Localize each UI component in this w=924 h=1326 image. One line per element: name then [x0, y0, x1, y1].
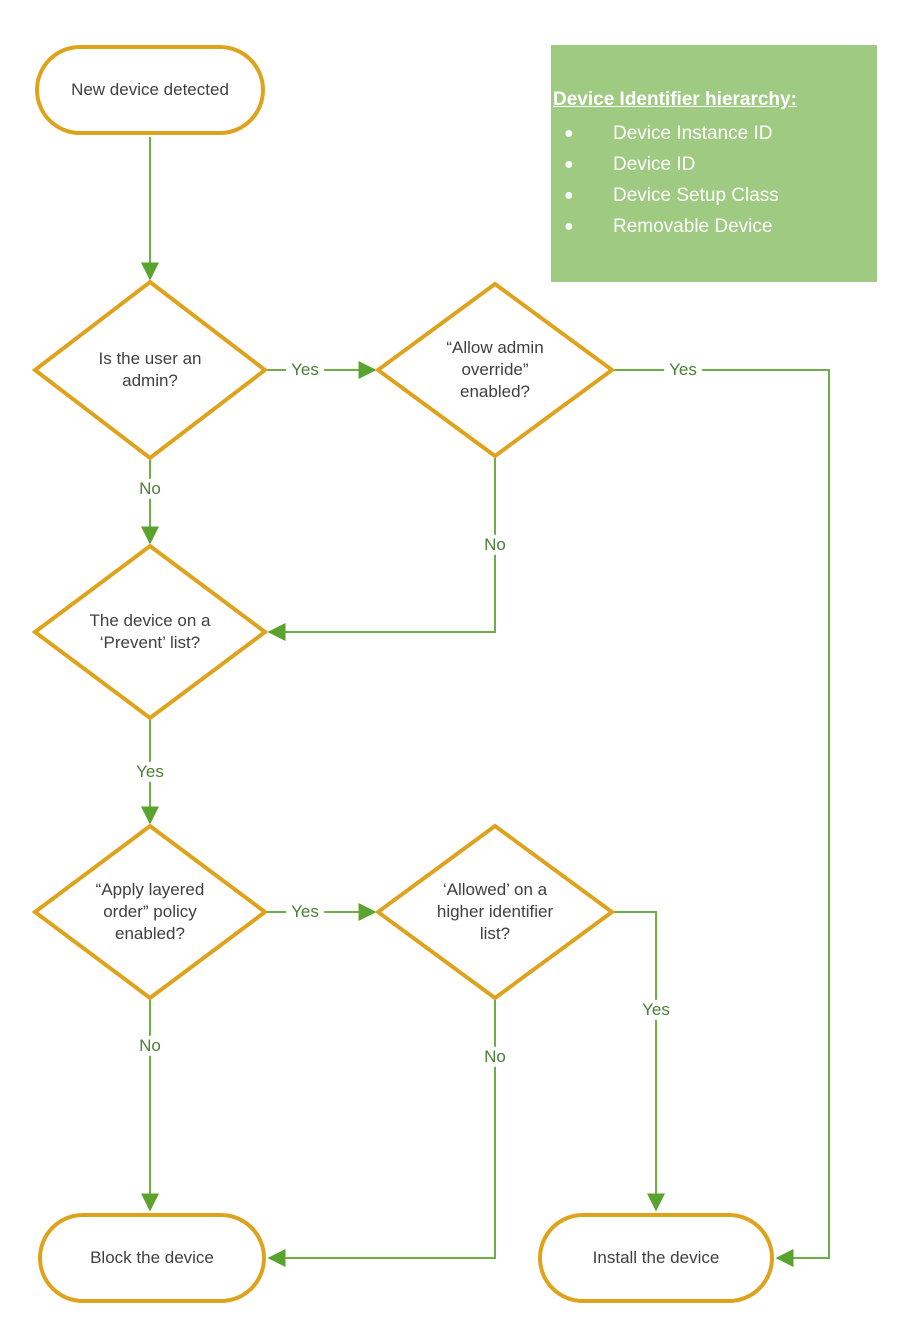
decision-allowed-higher-identifier-label: ‘Allowed’ on a higher identifier list?	[437, 879, 553, 945]
bullet-icon: ●	[564, 218, 574, 235]
legend-item: ● Device ID	[553, 149, 871, 180]
legend-item-label: Device Setup Class	[613, 185, 779, 206]
block-device-label: Block the device	[90, 1248, 214, 1267]
edge-d2-to-d3-no	[267, 458, 496, 641]
install-device-label: Install the device	[592, 1248, 720, 1267]
decision-line: ‘Prevent’ list?	[99, 633, 201, 652]
decision-line: enabled?	[115, 924, 185, 944]
decision-line: The device on a	[89, 610, 211, 630]
decision-allow-admin-override	[374, 281, 616, 459]
device-identifier-hierarchy-legend: Device Identifier hierarchy: ● Device In…	[551, 45, 877, 282]
start-node: New device detected	[35, 45, 265, 135]
decision-is-user-admin	[31, 279, 269, 461]
legend-item-label: Device Instance ID	[613, 123, 773, 144]
legend-item-label: Removable Device	[613, 216, 773, 237]
edge-label-d5-install-yes: Yes	[637, 999, 675, 1021]
decision-is-user-admin-label: Is the user an admin?	[98, 348, 201, 392]
edge-d5-to-install-yes	[614, 911, 665, 1212]
edge-label-d4-block-no: No	[134, 1035, 166, 1057]
legend-item: ● Removable Device	[553, 211, 871, 242]
decision-apply-layered-order-label: “Apply layered order” policy enabled?	[96, 879, 205, 945]
edge-d2-to-install-yes	[614, 369, 830, 1267]
decision-line: “Apply layered	[95, 879, 205, 899]
legend-title: Device Identifier hierarchy:	[553, 89, 797, 110]
edge-label-d3-d4-yes: Yes	[131, 761, 169, 783]
decision-allow-admin-override-label: “Allow admin override” enabled?	[446, 337, 543, 403]
edge-label-d1-d2-yes: Yes	[286, 359, 324, 381]
bullet-icon: ●	[564, 125, 574, 142]
decision-device-on-prevent-list	[31, 543, 269, 721]
decision-line: enabled?	[460, 382, 530, 402]
decision-line: higher identifier	[436, 901, 554, 921]
decision-line: “Allow admin	[446, 337, 544, 357]
decision-line: Is the user an	[98, 348, 202, 368]
decision-line: order” policy	[103, 901, 197, 921]
edge-label-d2-d3-no: No	[479, 534, 511, 556]
edge-label-d4-d5-yes: Yes	[286, 901, 324, 923]
bullet-icon: ●	[564, 187, 574, 204]
decision-apply-layered-order	[31, 823, 269, 1001]
bullet-icon: ●	[564, 156, 574, 173]
edge-d5-to-block-no	[267, 1000, 496, 1267]
install-device-node: Install the device	[538, 1213, 774, 1303]
decision-line: override”	[461, 359, 529, 379]
decision-allowed-higher-identifier	[374, 823, 616, 1001]
decision-line: admin?	[122, 371, 178, 390]
decision-line: ‘Allowed’ on a	[442, 879, 548, 899]
legend-item-label: Device ID	[613, 154, 696, 175]
legend-item: ● Device Setup Class	[553, 180, 871, 211]
decision-device-on-prevent-list-label: The device on a ‘Prevent’ list?	[90, 610, 211, 654]
block-device-node: Block the device	[38, 1213, 266, 1303]
edge-label-d2-install-yes: Yes	[664, 359, 702, 381]
edge-label-d1-d3-no: No	[134, 478, 166, 500]
legend-item: ● Device Instance ID	[553, 118, 871, 149]
edge-label-d5-block-no: No	[479, 1046, 511, 1068]
start-node-label: New device detected	[71, 80, 229, 99]
decision-line: list?	[479, 924, 511, 944]
